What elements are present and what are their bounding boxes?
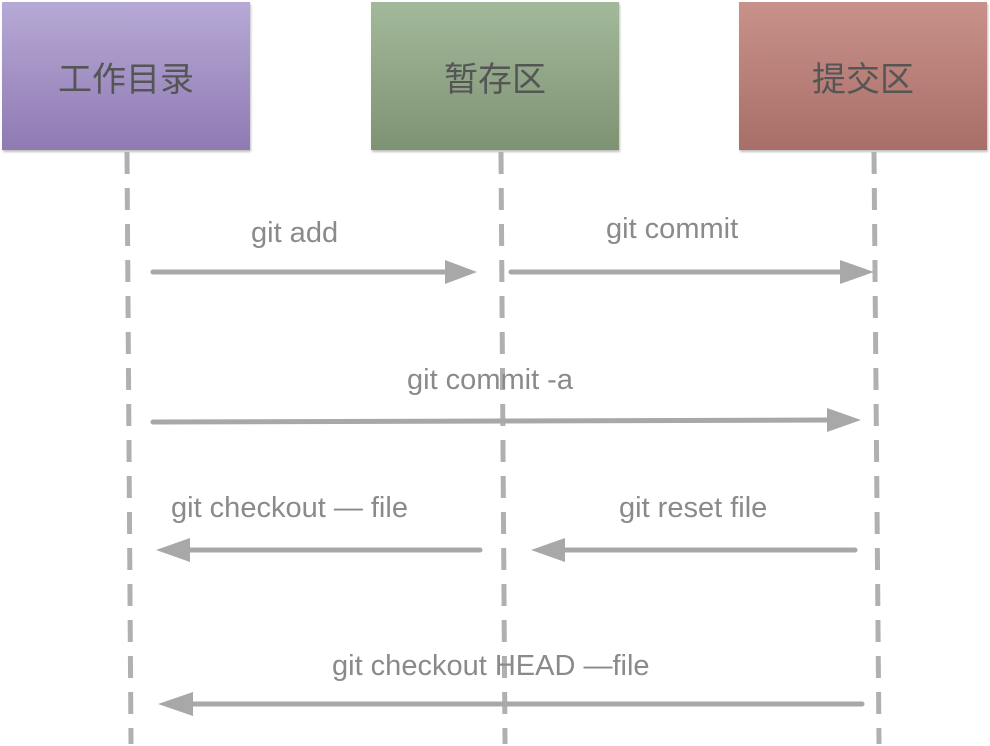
- lifeline-staging-area: [498, 151, 508, 745]
- arrow-git-commit-a: [150, 408, 861, 432]
- label-git-checkout-file: git checkout — file: [171, 492, 408, 524]
- commit-area-label: 提交区: [812, 59, 914, 100]
- arrow-git-checkout-head-file: [158, 692, 865, 716]
- arrow-git-reset-file: [531, 538, 858, 562]
- commit-area-box: 提交区: [739, 2, 987, 150]
- label-git-commit: git commit: [606, 213, 739, 245]
- working-directory-label: 工作目录: [58, 59, 194, 100]
- arrow-git-checkout-file: [156, 538, 483, 562]
- label-git-commit-a: git commit -a: [407, 364, 573, 396]
- staging-area-label: 暂存区: [444, 59, 546, 100]
- arrow-git-commit: [508, 260, 874, 284]
- label-git-add: git add: [251, 217, 339, 249]
- working-directory-box: 工作目录: [2, 2, 250, 150]
- staging-area-box: 暂存区: [371, 2, 619, 150]
- lifeline-working-directory: [124, 151, 134, 745]
- lifeline-commit-area: [871, 151, 882, 745]
- arrow-git-add: [150, 260, 477, 284]
- label-git-checkout-head-file: git checkout HEAD —file: [332, 650, 650, 682]
- label-git-reset-file: git reset file: [619, 492, 768, 524]
